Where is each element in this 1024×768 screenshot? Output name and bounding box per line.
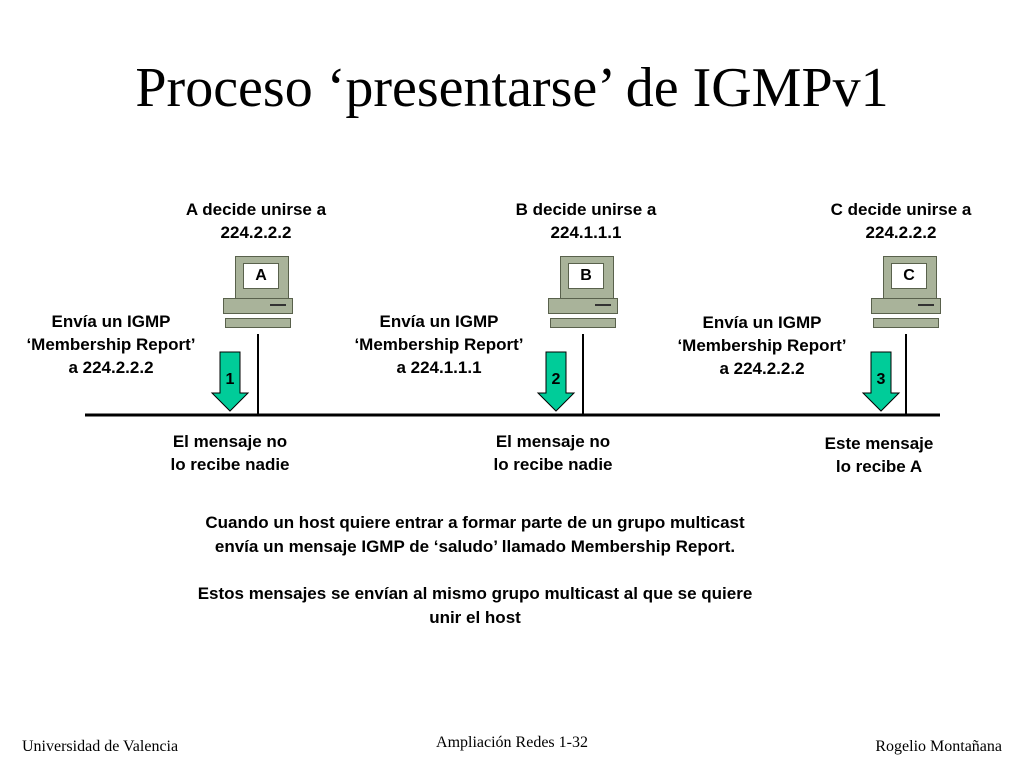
footer-page: Ampliación Redes 1-32 (436, 734, 588, 751)
host-a-label: A (243, 263, 279, 289)
host-b-send: Envía un IGMP‘Membership Report’a 224.1.… (354, 312, 524, 377)
slide-title: Proceso ‘presentarse’ de IGMPv1 (135, 57, 889, 119)
step-number-3: 3 (876, 371, 886, 388)
host-c-label: C (891, 263, 927, 289)
arrow-3 (861, 351, 901, 412)
host-a-computer-icon: A (223, 256, 303, 336)
host-c-send: Envía un IGMP‘Membership Report’a 224.2.… (677, 313, 847, 378)
host-a-send: Envía un IGMP‘Membership Report’a 224.2.… (26, 312, 196, 377)
footer-author: Rogelio Montañana (875, 738, 1002, 755)
arrow-1 (210, 351, 250, 412)
host-b-label: B (568, 263, 604, 289)
footer-institution: Universidad de Valencia (22, 738, 179, 755)
host-c-computer-icon: C (871, 256, 951, 336)
step-number-2: 2 (551, 371, 561, 388)
arrow-2 (536, 351, 576, 412)
step-number-1: 1 (225, 371, 235, 388)
description-paragraph-2: Estos mensajes se envían al mismo grupo … (197, 584, 753, 627)
description-paragraph-1: Cuando un host quiere entrar a formar pa… (205, 513, 745, 556)
host-b-computer-icon: B (548, 256, 628, 336)
